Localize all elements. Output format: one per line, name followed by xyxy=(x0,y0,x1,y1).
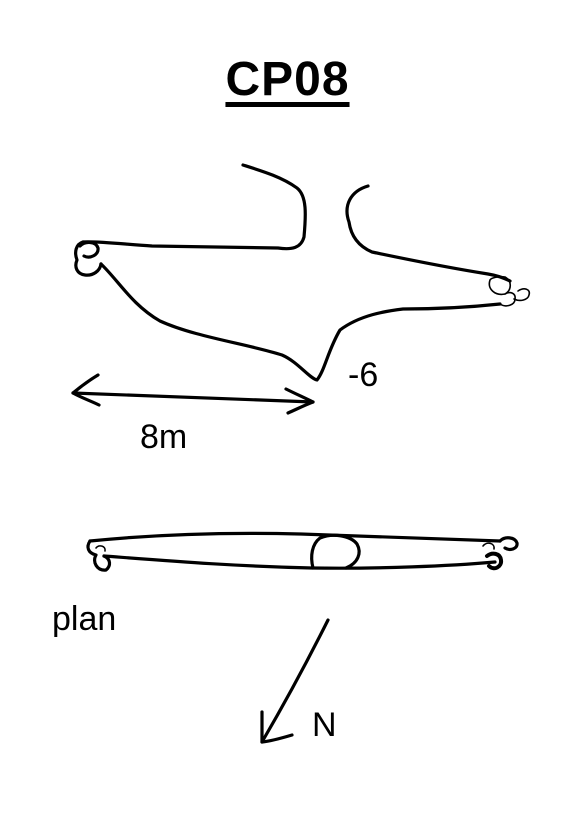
depth-label: -6 xyxy=(348,356,379,394)
plan-right-end-lower xyxy=(485,551,504,571)
section-right-ceiling xyxy=(345,184,512,283)
plan-right-end-detail xyxy=(482,542,495,550)
scale-bar-left-arrowhead xyxy=(71,373,101,407)
scale-bar xyxy=(71,373,315,415)
plan-left-end-detail xyxy=(95,545,106,552)
section-right-end-tail xyxy=(513,288,531,302)
north-arrow-icon xyxy=(260,618,330,744)
scale-bar-line xyxy=(71,391,315,404)
cave-plan xyxy=(86,531,519,572)
north-label: N xyxy=(312,706,337,744)
section-left-end xyxy=(74,240,103,277)
section-floor xyxy=(99,262,502,382)
north-arrow-head xyxy=(260,710,294,744)
cave-section xyxy=(74,163,531,382)
cave-title: CP08 xyxy=(225,53,350,106)
plan-lower-wall xyxy=(102,554,497,570)
plan-shaft-outline xyxy=(310,533,361,570)
plan-upper-wall xyxy=(88,531,502,543)
scale-label: 8m xyxy=(140,418,188,456)
section-right-end-upper xyxy=(488,275,512,296)
section-left-end-blob xyxy=(78,240,100,259)
plan-left-end xyxy=(86,539,112,572)
plan-label: plan xyxy=(52,600,117,638)
section-entrance-left-wall xyxy=(81,163,307,251)
north-arrow-shaft xyxy=(260,618,330,744)
plan-right-end-upper xyxy=(498,536,519,551)
scale-bar-right-arrowhead xyxy=(284,387,315,415)
